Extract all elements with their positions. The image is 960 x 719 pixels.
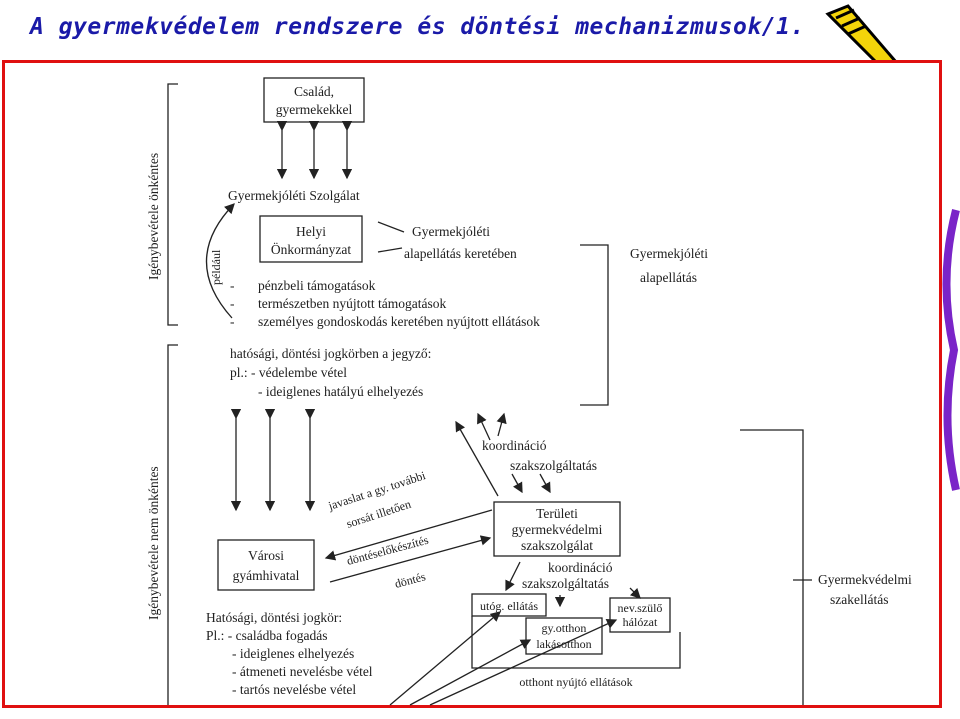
authority-text: - átmeneti nevelésbe vétel [232,664,373,679]
local-gov-label: Helyi [296,224,326,239]
specialist-care-right: Gyermekvédelmi [818,572,912,587]
coordination-top-2: szakszolgáltatás [510,458,597,473]
basic-care-note: Gyermekjóléti [412,224,490,239]
basic-care-right: Gyermekjóléti [630,246,708,261]
authority-text: - ideiglenes elhelyezés [232,646,354,661]
decision-label: döntés [393,569,427,591]
foster-parent-label-2: hálózat [623,615,658,629]
support-item: természetben nyújtott támogatások [258,296,446,311]
family-label-2: gyermekekkel [276,102,353,117]
authority-text: - tartós nevelésbe vétel [232,682,356,697]
children-home-label: gy.otthon [542,621,587,635]
support-dash-2: - [230,296,235,311]
guardianship-label: Városi [248,548,284,563]
basic-care-note-2: alapellátás keretében [404,246,517,261]
foster-parent-label: nev.szülő [618,601,663,615]
notary-text: - ideiglenes hatályú elhelyezés [258,384,423,399]
family-label: Család, [294,84,334,99]
authority-text: Pl.: - családba fogadás [206,628,327,643]
decision-prep-label: döntéselőkészítés [345,533,430,568]
decorative-scribble [942,209,960,491]
example-label: például [209,249,223,285]
basic-care-right-2: alapellátás [640,270,697,285]
voluntary-label: Igénybevétele önkéntes [146,153,161,280]
notary-text: hatósági, döntési jogkörben a jegyző: [230,346,431,361]
support-item: pénzbeli támogatások [258,278,376,293]
regional-label-2: gyermekvédelmi [512,522,603,537]
support-dash-3: - [230,314,235,329]
specialist-care-right-2: szakellátás [830,592,888,607]
support-item: személyes gondoskodás keretében nyújtott… [258,314,540,329]
notary-text: pl.: - védelembe vétel [230,365,347,380]
authority-text: Hatósági, döntési jogkör: [206,610,342,625]
service-label: Gyermekjóléti Szolgálat [228,188,360,203]
home-care-label: otthont nyújtó ellátások [519,675,632,689]
regional-label-3: szakszolgálat [521,538,593,553]
regional-label: Területi [536,506,578,521]
children-home-label-2: lakásotthon [536,637,591,651]
support-dash-1: - [230,278,235,293]
coordination-top: koordináció [482,438,547,453]
local-gov-label-2: Önkormányzat [271,242,351,257]
coordination-bottom-2: szakszolgáltatás [522,576,609,591]
not-voluntary-label: Igénybevétele nem önkéntes [146,466,161,620]
coordination-bottom: koordináció [548,560,613,575]
guardianship-label-2: gyámhivatal [233,568,300,583]
aftercare-label: utóg. ellátás [480,599,538,613]
page-title: A gyermekvédelem rendszere és döntési me… [30,14,805,40]
